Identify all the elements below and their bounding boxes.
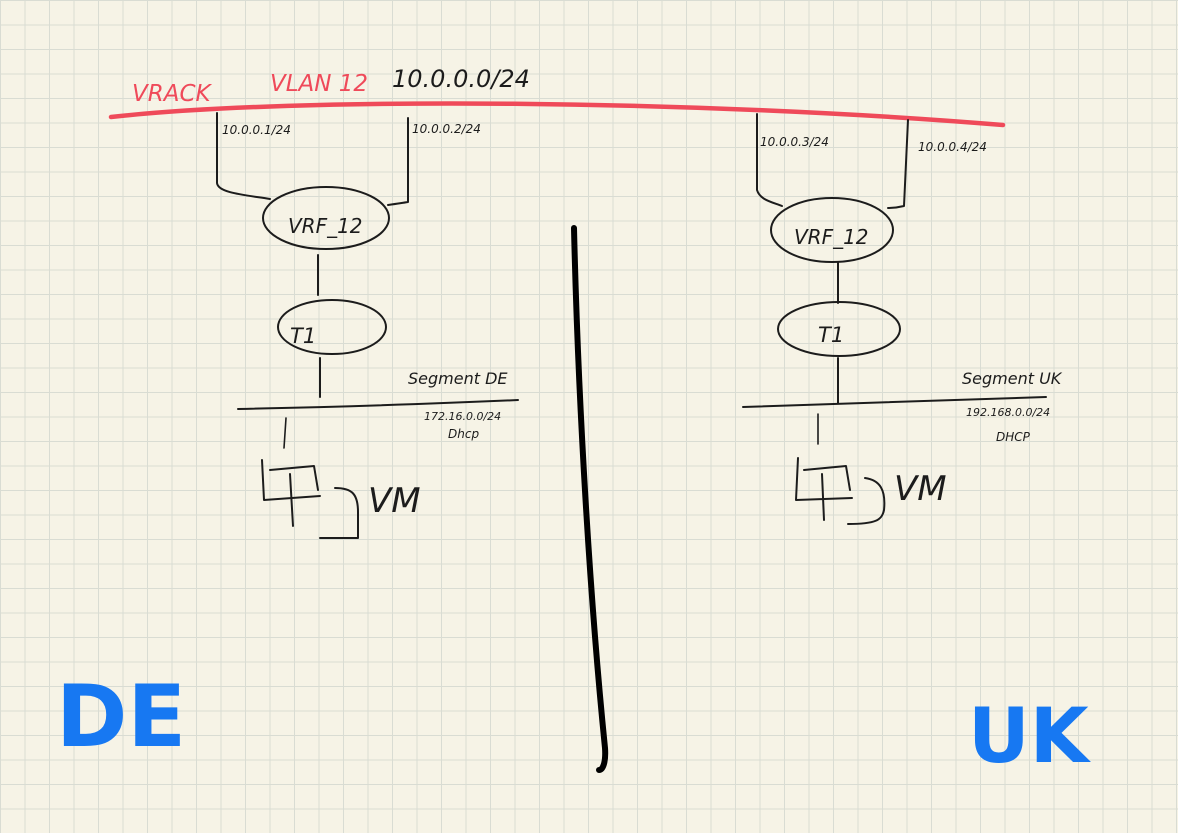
de-vm-link (283, 417, 287, 449)
vlan-label: VLAN 12 (270, 71, 368, 97)
vrack-vlan-line (108, 101, 1006, 128)
region-divider (571, 225, 609, 773)
de-site: 10.0.0.1/24 10.0.0.2/24 VRF_12 T1 Segmen… (216, 112, 519, 539)
region-label-uk: UK (968, 691, 1092, 780)
de-segment-subnet: 172.16.0.0/24 (424, 410, 501, 423)
uk-uplink-1-line (756, 113, 783, 207)
de-vrf-node (262, 186, 390, 250)
de-t1-label: T1 (290, 324, 316, 348)
vrack-label: VRACK (132, 81, 213, 107)
de-t1-node (277, 299, 387, 355)
uk-vrf-label: VRF_12 (794, 225, 869, 249)
uk-vrf-node (770, 197, 894, 263)
uk-vm-label: VM (894, 469, 947, 509)
uk-t1-label: T1 (818, 323, 844, 347)
de-uplink-2-ip: 10.0.0.2/24 (412, 122, 481, 136)
de-uplink-2-line (387, 117, 409, 206)
uk-segment-dhcp: DHCP (996, 430, 1031, 444)
de-vrf-label: VRF_12 (288, 214, 363, 238)
de-uplink-1-ip: 10.0.0.1/24 (222, 123, 291, 137)
uk-uplink-1-ip: 10.0.0.3/24 (760, 135, 829, 149)
de-vm-label: VM (368, 481, 421, 521)
de-segment-line (237, 399, 519, 410)
uk-site: 10.0.0.3/24 10.0.0.4/24 VRF_12 T1 Segmen… (742, 113, 1063, 525)
uk-segment-line (742, 396, 1047, 408)
uk-uplink-2-line (887, 119, 909, 209)
region-label-de: DE (56, 667, 186, 767)
de-segment-dhcp: Dhcp (448, 427, 479, 441)
de-uplink-1-line (216, 112, 271, 200)
de-segment-name: Segment DE (408, 369, 508, 388)
uk-t1-node (777, 301, 901, 357)
de-vm-icon (261, 459, 359, 539)
uk-segment-subnet: 192.168.0.0/24 (966, 406, 1050, 419)
vlan-subnet-label: 10.0.0.0/24 (392, 65, 530, 93)
uk-vm-icon (795, 457, 886, 525)
uk-segment-name: Segment UK (962, 369, 1063, 388)
uk-uplink-2-ip: 10.0.0.4/24 (918, 140, 987, 154)
